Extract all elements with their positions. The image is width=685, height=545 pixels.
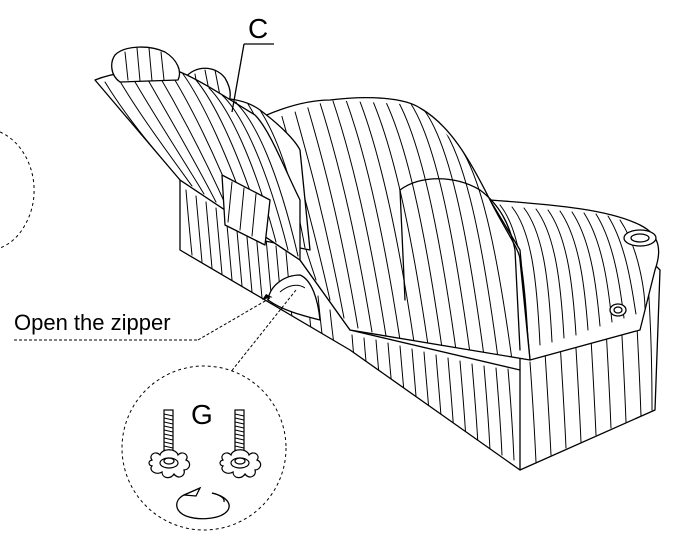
sofa-illustration (94, 46, 661, 471)
sofa-back-right (239, 96, 531, 361)
g-leader-line (225, 289, 297, 379)
sofa-right-arm (489, 199, 660, 361)
open-zipper-label: Open the zipper (14, 310, 171, 335)
part-g-label: G (191, 399, 213, 430)
hardware-g-detail: G (121, 365, 287, 531)
threaded-knob-screw-left-icon (148, 409, 191, 479)
threaded-knob-screw-right-icon (219, 409, 262, 479)
left-detail-circle (0, 131, 35, 249)
rotate-arrow-icon (176, 486, 230, 520)
part-c-label: C (248, 13, 268, 44)
part-c-callout: C (231, 13, 274, 113)
open-zipper-callout: Open the zipper (14, 294, 273, 341)
back-flap (221, 174, 271, 246)
zipper-opening-icon (267, 274, 321, 321)
